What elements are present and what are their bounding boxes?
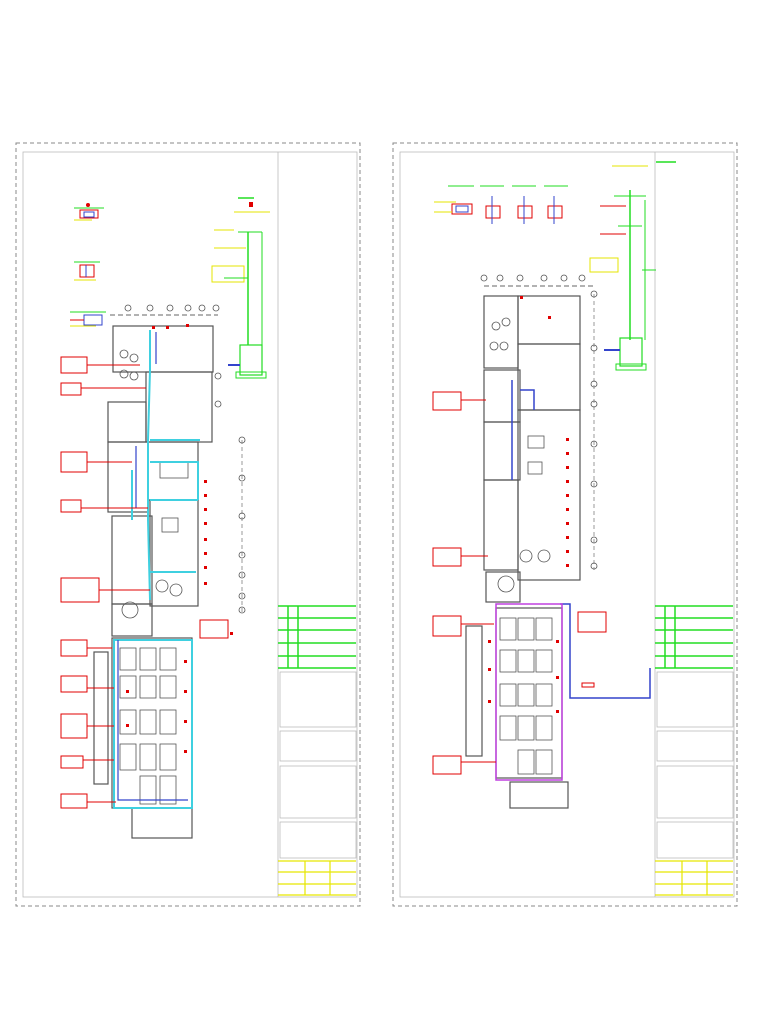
left-pipe-blue <box>117 332 188 801</box>
grid-axis-bubble-icon <box>212 304 220 312</box>
grid-axis-bubble-icon <box>496 274 504 282</box>
grid-axis-bubble-icon <box>578 274 586 282</box>
detail-callout-icon <box>512 185 536 224</box>
detail-callout-icon <box>74 261 100 281</box>
right-pipe-blue <box>511 380 651 699</box>
grid-axis-bubble-icon <box>516 274 524 282</box>
right-sheet-inner-frame <box>399 151 735 898</box>
left-sheet <box>15 142 361 907</box>
left-sheet-inner-frame <box>22 151 358 898</box>
right-grid-axis <box>480 274 598 570</box>
left-fixtures <box>119 349 189 805</box>
right-riser-diagram <box>589 161 676 371</box>
detail-callout-icon <box>70 311 106 327</box>
right-sheet <box>392 142 738 907</box>
detail-callout-icon <box>434 185 474 215</box>
right-pipe-magenta <box>495 603 563 781</box>
left-grid-axis <box>110 304 246 614</box>
left-title-block <box>277 152 357 897</box>
right-floor-plan <box>465 295 581 809</box>
left-riser-diagram <box>211 197 270 379</box>
detail-callout-icon <box>480 185 504 224</box>
right-label-callouts <box>432 391 607 775</box>
grid-axis-bubble-icon <box>480 274 488 282</box>
valve-icon <box>520 296 523 299</box>
valve-icon <box>152 326 155 329</box>
right-title-block <box>654 152 734 897</box>
left-floor-plan <box>93 325 214 839</box>
right-detail-callouts <box>434 185 568 224</box>
grid-axis-bubble-icon <box>198 304 206 312</box>
left-sheet-frame <box>15 142 361 907</box>
fixture-circle-icon <box>501 317 511 327</box>
right-valves <box>488 296 569 713</box>
right-fixtures <box>489 317 553 775</box>
detail-callout-icon <box>74 203 104 221</box>
left-valves <box>126 324 233 753</box>
grid-axis-bubble-icon <box>166 304 174 312</box>
fixture-circle-icon <box>129 353 139 363</box>
grid-axis-bubble-icon <box>560 274 568 282</box>
grid-axis-bubble-icon <box>124 304 132 312</box>
detail-callout-icon <box>544 185 568 224</box>
grid-axis-bubble-icon <box>540 274 548 282</box>
left-detail-callouts <box>70 203 106 327</box>
left-pipe-cyan <box>113 330 200 809</box>
fixture-circle-icon <box>119 349 129 359</box>
grid-axis-bubble-icon <box>146 304 154 312</box>
right-sheet-frame <box>392 142 738 907</box>
fixture-circle-icon <box>491 321 501 331</box>
grid-axis-bubble-icon <box>184 304 192 312</box>
left-label-callouts <box>60 356 229 809</box>
